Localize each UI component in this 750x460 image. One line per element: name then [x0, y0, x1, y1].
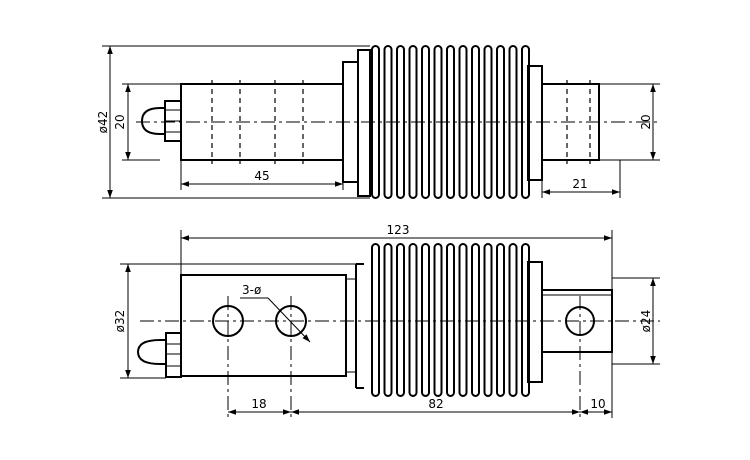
bellows-fin-bottom-3	[396, 243, 405, 397]
bellows-fin-top-5	[421, 45, 430, 199]
dim-dia24-label: ø24	[639, 310, 653, 333]
bellows-top	[371, 45, 543, 199]
bellows-fin-top-12	[508, 45, 518, 199]
bellows-fin-bottom-8	[458, 243, 468, 397]
left-block-bottom	[180, 263, 364, 389]
dim-21: 21	[541, 160, 621, 198]
dim-dia24: ø24	[612, 277, 660, 365]
dim-82-label: 82	[428, 397, 443, 411]
dim-45: 45	[180, 160, 344, 190]
cable-bottom	[136, 332, 182, 378]
bellows-fin-top-1	[371, 45, 380, 199]
bellows-fin-top-10	[483, 45, 493, 199]
dim-dia32: ø32	[113, 263, 356, 379]
dim-20-right: 20	[599, 83, 660, 161]
bellows-fin-top-13	[521, 45, 530, 199]
dim-10: 10	[580, 352, 613, 418]
bellows-fin-bottom-11	[496, 243, 505, 397]
top-view: ø42 20 20 45 21	[96, 45, 660, 199]
bellows-fin-bottom-5	[421, 243, 430, 397]
bellows-fin-bottom-12	[508, 243, 518, 397]
dim-123-label: 123	[387, 223, 410, 237]
dim-20-left-label: 20	[113, 114, 127, 129]
bellows-fin-bottom-7	[446, 243, 455, 397]
bellows-bottom	[371, 243, 543, 397]
dim-21-label: 21	[572, 177, 587, 191]
body-step-top	[342, 49, 371, 197]
dim-123: 123	[180, 223, 613, 290]
bellows-fin-top-8	[458, 45, 468, 199]
bellows-fin-bottom-10	[483, 243, 493, 397]
bellows-fin-bottom-4	[408, 243, 418, 397]
dim-dia42-label: ø42	[96, 111, 110, 134]
bellows-fin-top-11	[496, 45, 505, 199]
dim-dia32-label: ø32	[113, 310, 127, 333]
bellows-fin-top-3	[396, 45, 405, 199]
bellows-fin-top-4	[408, 45, 418, 199]
dim-20-left: 20	[113, 83, 181, 161]
dim-20-right-label: 20	[639, 114, 653, 129]
bellows-fin-top-9	[471, 45, 480, 199]
dim-10-label: 10	[590, 397, 605, 411]
hole-callout-label: 3-ø	[242, 283, 261, 297]
bellows-fin-bottom-13	[521, 243, 530, 397]
dim-82: 82	[291, 397, 580, 415]
dim-18-label: 18	[251, 397, 266, 411]
bellows-fin-bottom-6	[433, 243, 443, 397]
bellows-fin-top-6	[433, 45, 443, 199]
bellows-fin-top-7	[446, 45, 455, 199]
bottom-view: 3-ø 123 ø32	[113, 223, 660, 418]
cable-top	[140, 100, 182, 142]
dim-18: 18	[228, 397, 291, 415]
dim-45-label: 45	[254, 169, 269, 183]
bellows-fin-bottom-1	[371, 243, 380, 397]
bellows-fin-top-2	[383, 45, 393, 199]
dim-dia42: ø42	[96, 45, 370, 199]
bellows-fin-bottom-9	[471, 243, 480, 397]
bellows-fin-bottom-2	[383, 243, 393, 397]
mounting-hole-1	[212, 296, 244, 418]
